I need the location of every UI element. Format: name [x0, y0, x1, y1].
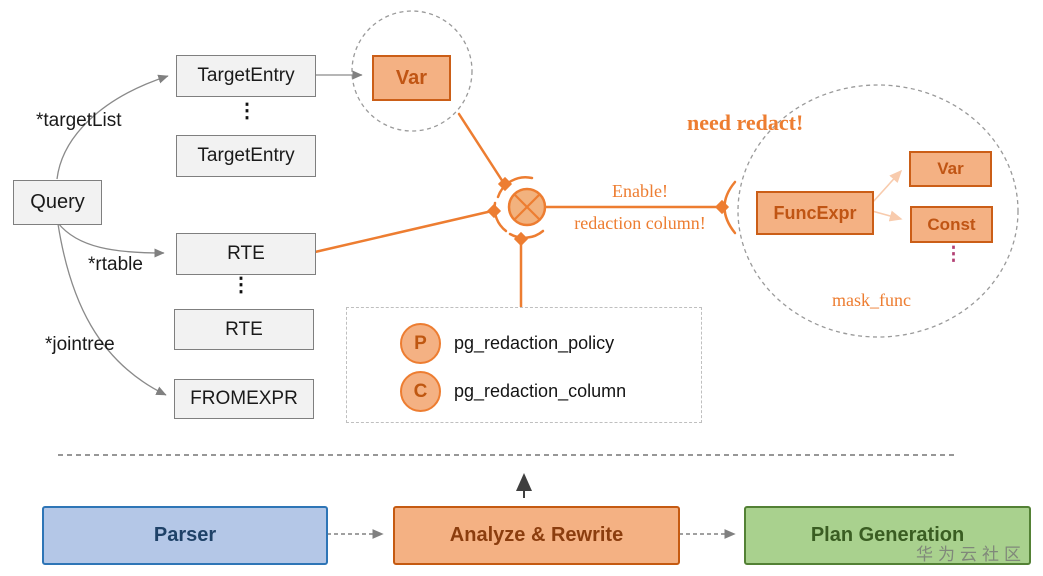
- rte-to-node-line: [313, 209, 494, 254]
- target-entry-box-1: TargetEntry: [176, 55, 316, 97]
- watermark: 华为云社区: [916, 545, 1026, 564]
- diamond-connector-ends: [486, 176, 730, 247]
- func-tree-ellipsis: ⋮: [944, 244, 963, 265]
- query-to-fromexpr-arrow: [57, 223, 167, 396]
- jointree-label: *jointree: [45, 334, 115, 355]
- var-node-right: Var: [909, 151, 992, 187]
- funcexpr-to-var-arrow: [871, 169, 903, 204]
- stage-parser: Parser: [42, 506, 328, 565]
- fromexpr-box: FROMEXPR: [174, 379, 314, 419]
- rte-box-1: RTE: [176, 233, 316, 275]
- mask-func-label: mask_func: [832, 290, 911, 310]
- column-table-label: pg_redaction_column: [454, 381, 627, 401]
- column-badge-icon: C: [400, 371, 441, 412]
- rte-box-2: RTE: [174, 309, 314, 350]
- target-entry-box-2: TargetEntry: [176, 135, 316, 177]
- rte-ellipsis: ⋮: [231, 274, 251, 296]
- funcexpr-to-const-arrow: [871, 210, 903, 222]
- node-arc-bottom: [508, 229, 545, 239]
- crossed-circle-icon: [507, 187, 547, 227]
- policy-table-label: pg_redaction_policy: [454, 333, 615, 353]
- funcexpr-node: FuncExpr: [756, 191, 874, 235]
- policy-row: P pg_redaction_policy: [400, 323, 614, 364]
- rtable-label: *rtable: [88, 254, 143, 275]
- mask-func-group-dashed-circle: [737, 84, 1019, 338]
- query-to-targetentry-arrow: [56, 74, 169, 180]
- stage-plan-generation: Plan Generation: [744, 506, 1031, 565]
- query-node: Query: [13, 180, 102, 225]
- policy-badge-icon: P: [400, 323, 441, 364]
- redaction-wires: [313, 112, 737, 309]
- query-to-rte-arrow: [57, 222, 165, 258]
- redaction-column-annotation: redaction column!: [574, 213, 706, 233]
- redaction-catalog-box: P pg_redaction_policy C pg_redaction_col…: [346, 307, 702, 423]
- const-node: Const: [910, 206, 993, 243]
- stage-analyze-rewrite: Analyze & Rewrite: [393, 506, 680, 565]
- enable-annotation: Enable!: [612, 181, 668, 201]
- node-arc-top-left: [496, 176, 534, 199]
- need-redact-annotation: need redact!: [687, 110, 804, 135]
- var-node-top: Var: [372, 55, 451, 101]
- column-row: C pg_redaction_column: [400, 371, 626, 412]
- var-group-dashed-circle: [351, 10, 473, 132]
- targetentry-ellipsis: ⋮: [237, 100, 257, 122]
- targetlist-label: *targetList: [36, 110, 122, 131]
- var-to-node-line: [457, 112, 505, 184]
